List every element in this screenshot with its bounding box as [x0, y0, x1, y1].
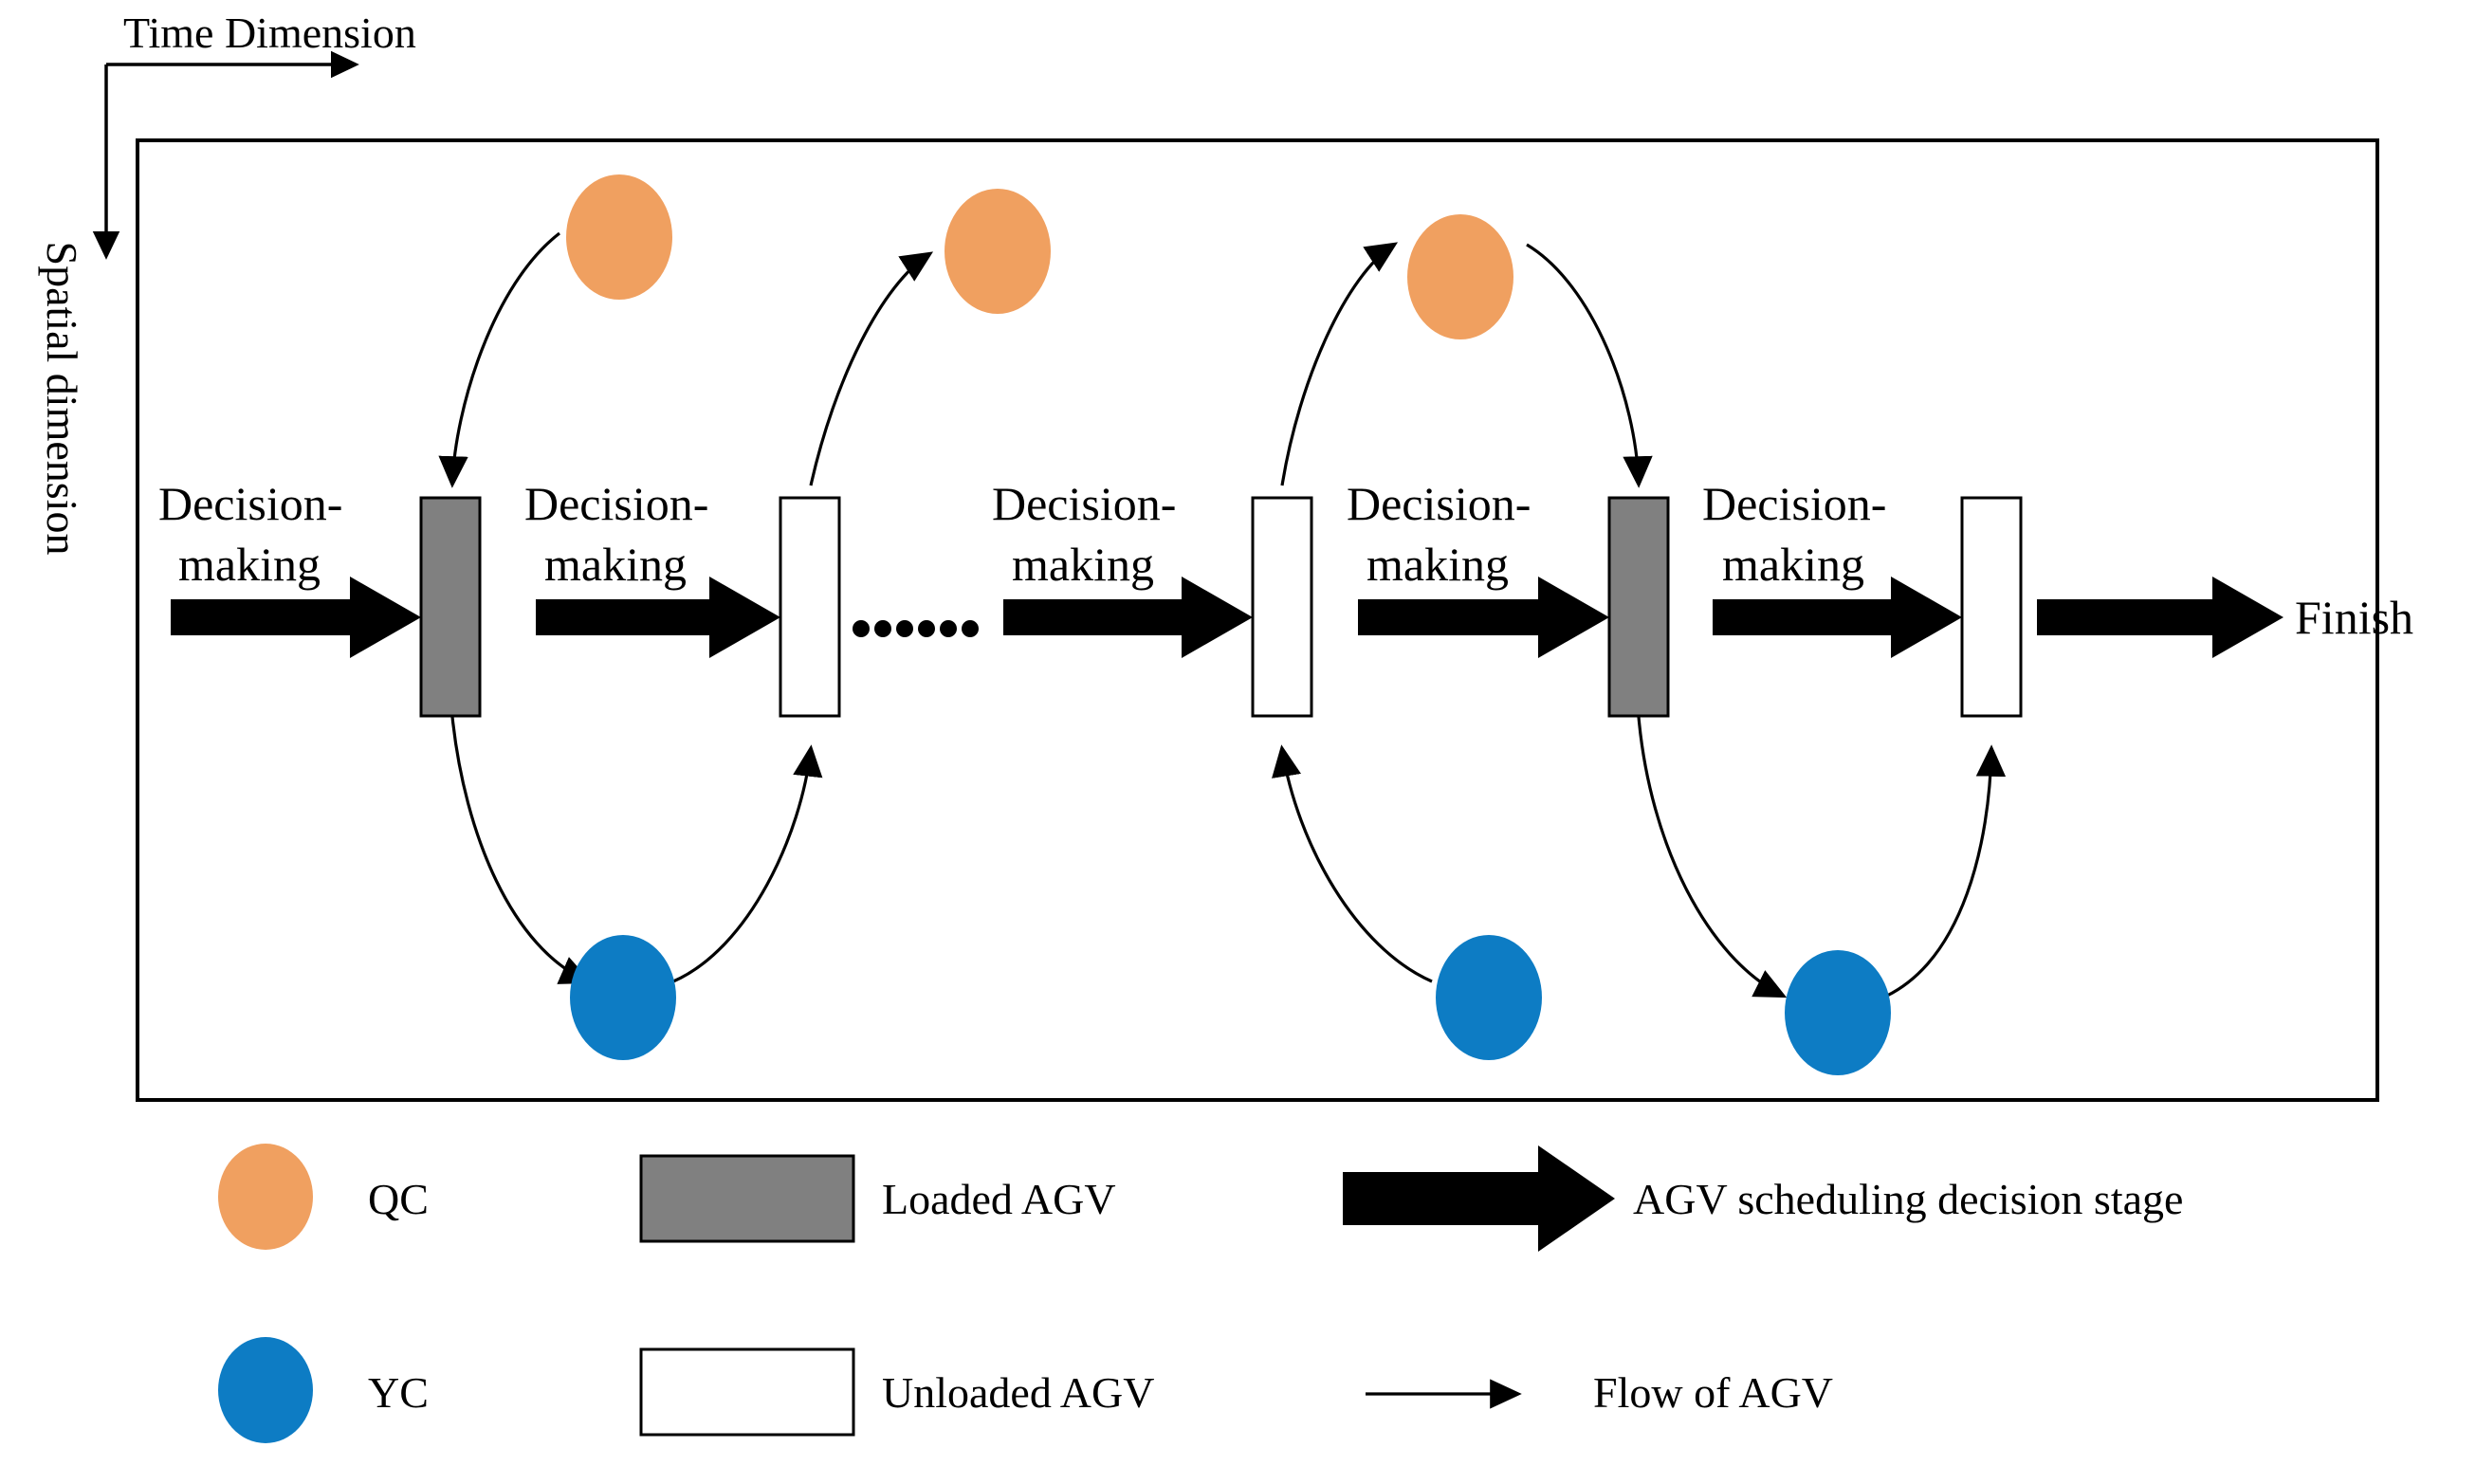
- legend-qc-swatch: [218, 1144, 313, 1250]
- legend-decision-stage-label: AGV scheduling decision stage: [1633, 1175, 2183, 1223]
- agv-box-3-unloaded: [1251, 496, 1313, 718]
- flow-agv3-to-qc3: [1280, 242, 1399, 486]
- svg-text:making: making: [1012, 538, 1154, 591]
- flow-yc3-to-agv5: [1886, 744, 2007, 998]
- legend-flow-of-agv-label: Flow of AGV: [1593, 1368, 1833, 1417]
- diagram-frame: [136, 138, 2379, 1102]
- yc-node-2: [1436, 935, 1542, 1060]
- legend-unloaded-agv-label: Unloaded AGV: [882, 1368, 1154, 1417]
- agv-box-4-loaded: [1607, 496, 1670, 718]
- yc-node-1: [570, 935, 676, 1060]
- flow-qc1-to-agv1: [438, 231, 560, 488]
- flow-agv1-to-yc1: [450, 716, 593, 984]
- flow-yc2-to-agv3: [1272, 744, 1433, 983]
- legend-yc-swatch: [218, 1337, 313, 1443]
- flow-agv2-to-qc2: [809, 251, 934, 486]
- agv-box-5-unloaded: [1960, 496, 2023, 718]
- yc-node-3: [1785, 950, 1891, 1075]
- decision-stage-arrow-1: [171, 577, 421, 658]
- svg-text:Decision-: Decision-: [1702, 477, 1886, 530]
- svg-text:making: making: [178, 538, 321, 591]
- legend-loaded-agv-swatch: [639, 1154, 855, 1243]
- legend-yc-label: YC: [368, 1368, 429, 1417]
- decision-stage-arrow-3: [1003, 577, 1253, 658]
- qc-node-3: [1407, 214, 1513, 339]
- svg-text:Decision-: Decision-: [524, 477, 708, 530]
- qc-node-2: [945, 189, 1051, 314]
- svg-text:Decision-: Decision-: [992, 477, 1176, 530]
- flow-qc3-to-agv4: [1526, 243, 1653, 488]
- stage-label-4: Decision- making: [1347, 477, 1531, 591]
- decision-stage-arrow-2: [536, 577, 780, 658]
- time-dimension-label: Time Dimension: [123, 9, 416, 57]
- flow-yc1-to-agv2: [672, 744, 823, 983]
- svg-text:making: making: [544, 538, 687, 591]
- qc-node-1: [566, 174, 672, 300]
- stage-label-2: Decision- making: [524, 477, 708, 591]
- ellipsis-dots: [853, 620, 979, 637]
- decision-stage-arrow-5: [1713, 577, 1962, 658]
- flow-agv4-to-yc3: [1637, 716, 1788, 998]
- svg-text:making: making: [1722, 538, 1864, 591]
- decision-stage-arrow-final: [2037, 577, 2283, 658]
- spatial-dimension-label: Spatial dimension: [38, 242, 86, 556]
- legend-loaded-agv-label: Loaded AGV: [882, 1175, 1116, 1223]
- stage-label-1: Decision- making: [158, 477, 342, 591]
- agv-box-1-loaded: [419, 496, 482, 718]
- decision-stage-arrow-4: [1358, 577, 1609, 658]
- svg-text:Decision-: Decision-: [1347, 477, 1531, 530]
- finish-label: Finish: [2295, 591, 2413, 644]
- legend-unloaded-agv-swatch: [639, 1347, 855, 1437]
- stage-label-5: Decision- making: [1702, 477, 1886, 591]
- legend-block-arrow-swatch: [1343, 1145, 1615, 1252]
- svg-text:Decision-: Decision-: [158, 477, 342, 530]
- stage-label-3: Decision- making: [992, 477, 1176, 591]
- legend-qc-label: QC: [368, 1175, 429, 1223]
- svg-text:making: making: [1366, 538, 1509, 591]
- agv-box-2-unloaded: [779, 496, 841, 718]
